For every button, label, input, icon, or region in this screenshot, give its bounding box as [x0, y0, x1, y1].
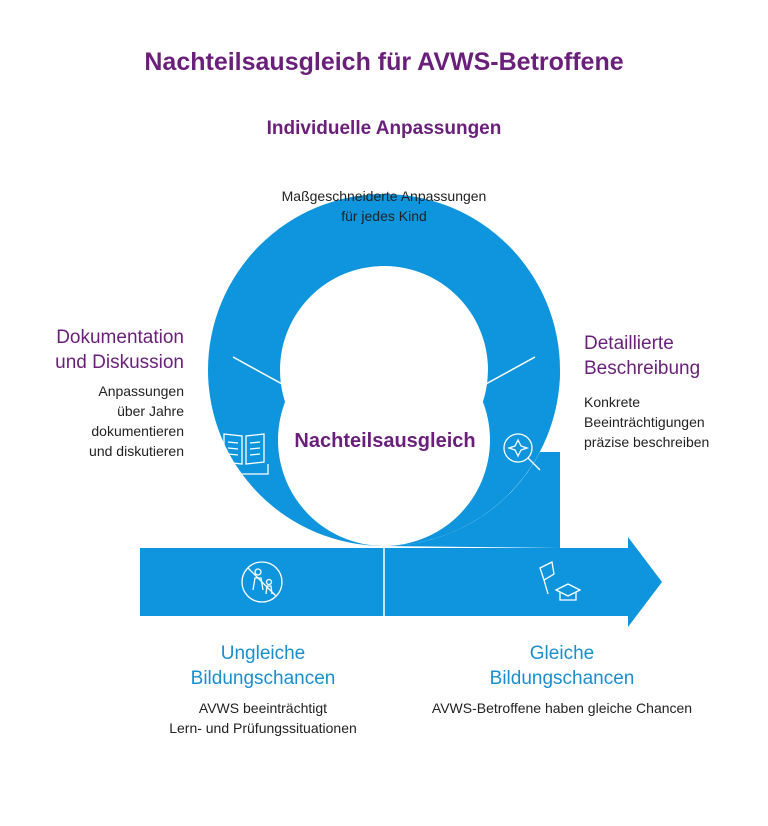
top-heading: Individuelle Anpassungen: [266, 118, 502, 139]
bottom-left-heading-line: Ungleiche: [220, 643, 306, 664]
arrow-shape: [140, 537, 662, 627]
left-text-line: dokumentieren: [91, 423, 184, 439]
magnifier-icon: [503, 433, 541, 471]
top-text-line: für jedes Kind: [341, 208, 427, 224]
left-heading-line: und Diskussion: [55, 352, 184, 373]
bottom-left-text-line: Lern- und Prüfungssituationen: [169, 720, 357, 736]
left-heading-line: Dokumentation: [56, 327, 184, 348]
left-text-line: über Jahre: [117, 403, 184, 419]
top-text-line: Maßgeschneiderte Anpassungen: [281, 188, 487, 204]
bottom-right-heading: Gleiche Bildungschancen: [412, 641, 712, 691]
bottom-right-text-line: AVWS-Betroffene haben gleiche Chancen: [431, 700, 693, 716]
bottom-right-text: AVWS-Betroffene haben gleiche Chancen: [412, 698, 712, 718]
left-text-line: Anpassungen: [98, 383, 184, 399]
jacket-icon: [361, 277, 407, 321]
left-heading: Dokumentation und Diskussion: [55, 325, 184, 375]
right-text-line: Konkrete: [584, 394, 641, 410]
center-label: Nachteilsausgleich: [294, 430, 476, 452]
right-text: Konkrete Beeinträchtigungen präzise besc…: [584, 392, 709, 452]
right-text-line: Beeinträchtigungen: [584, 414, 705, 430]
no-children-icon: [241, 561, 283, 603]
bottom-left-text: AVWS beeinträchtigt Lern- und Prüfungssi…: [120, 698, 406, 738]
right-heading-line: Detaillierte: [584, 333, 674, 354]
right-text-line: präzise beschreiben: [584, 434, 710, 450]
right-heading-line: Beschreibung: [584, 358, 701, 379]
top-text: Maßgeschneiderte Anpassungen für jedes K…: [0, 186, 768, 226]
diagram-title: Nachteilsausgleich für AVWS-Betroffene: [144, 48, 624, 76]
left-text: Anpassungen über Jahre dokumentieren und…: [89, 381, 184, 461]
bottom-left-heading: Ungleiche Bildungschancen: [120, 641, 406, 691]
divider-line: [232, 356, 294, 391]
bottom-left-heading-line: Bildungschancen: [190, 668, 336, 689]
bottom-right-heading-line: Gleiche: [529, 643, 595, 664]
divider-line: [474, 356, 536, 391]
graduation-cap-icon: [539, 561, 582, 601]
bottom-right-heading-line: Bildungschancen: [489, 668, 635, 689]
center-circle: [278, 334, 490, 546]
left-text-line: und diskutieren: [89, 443, 184, 459]
arrow-curve-fill: [384, 452, 560, 548]
open-book-icon: [219, 433, 269, 475]
right-heading: Detaillierte Beschreibung: [584, 331, 700, 381]
bottom-left-text-line: AVWS beeinträchtigt: [198, 700, 328, 716]
